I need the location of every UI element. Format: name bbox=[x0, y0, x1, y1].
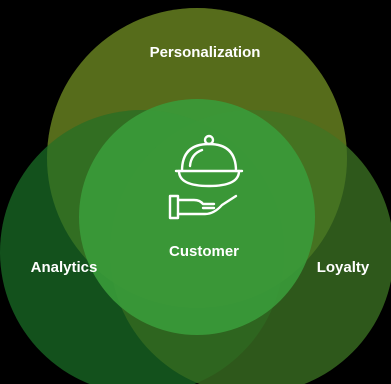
label-customer: Customer bbox=[169, 243, 239, 260]
cloche-hand-icon bbox=[168, 134, 244, 220]
label-loyalty: Loyalty bbox=[317, 259, 370, 276]
label-analytics: Analytics bbox=[31, 259, 98, 276]
label-personalization: Personalization bbox=[150, 44, 261, 61]
center-circle bbox=[79, 99, 315, 335]
